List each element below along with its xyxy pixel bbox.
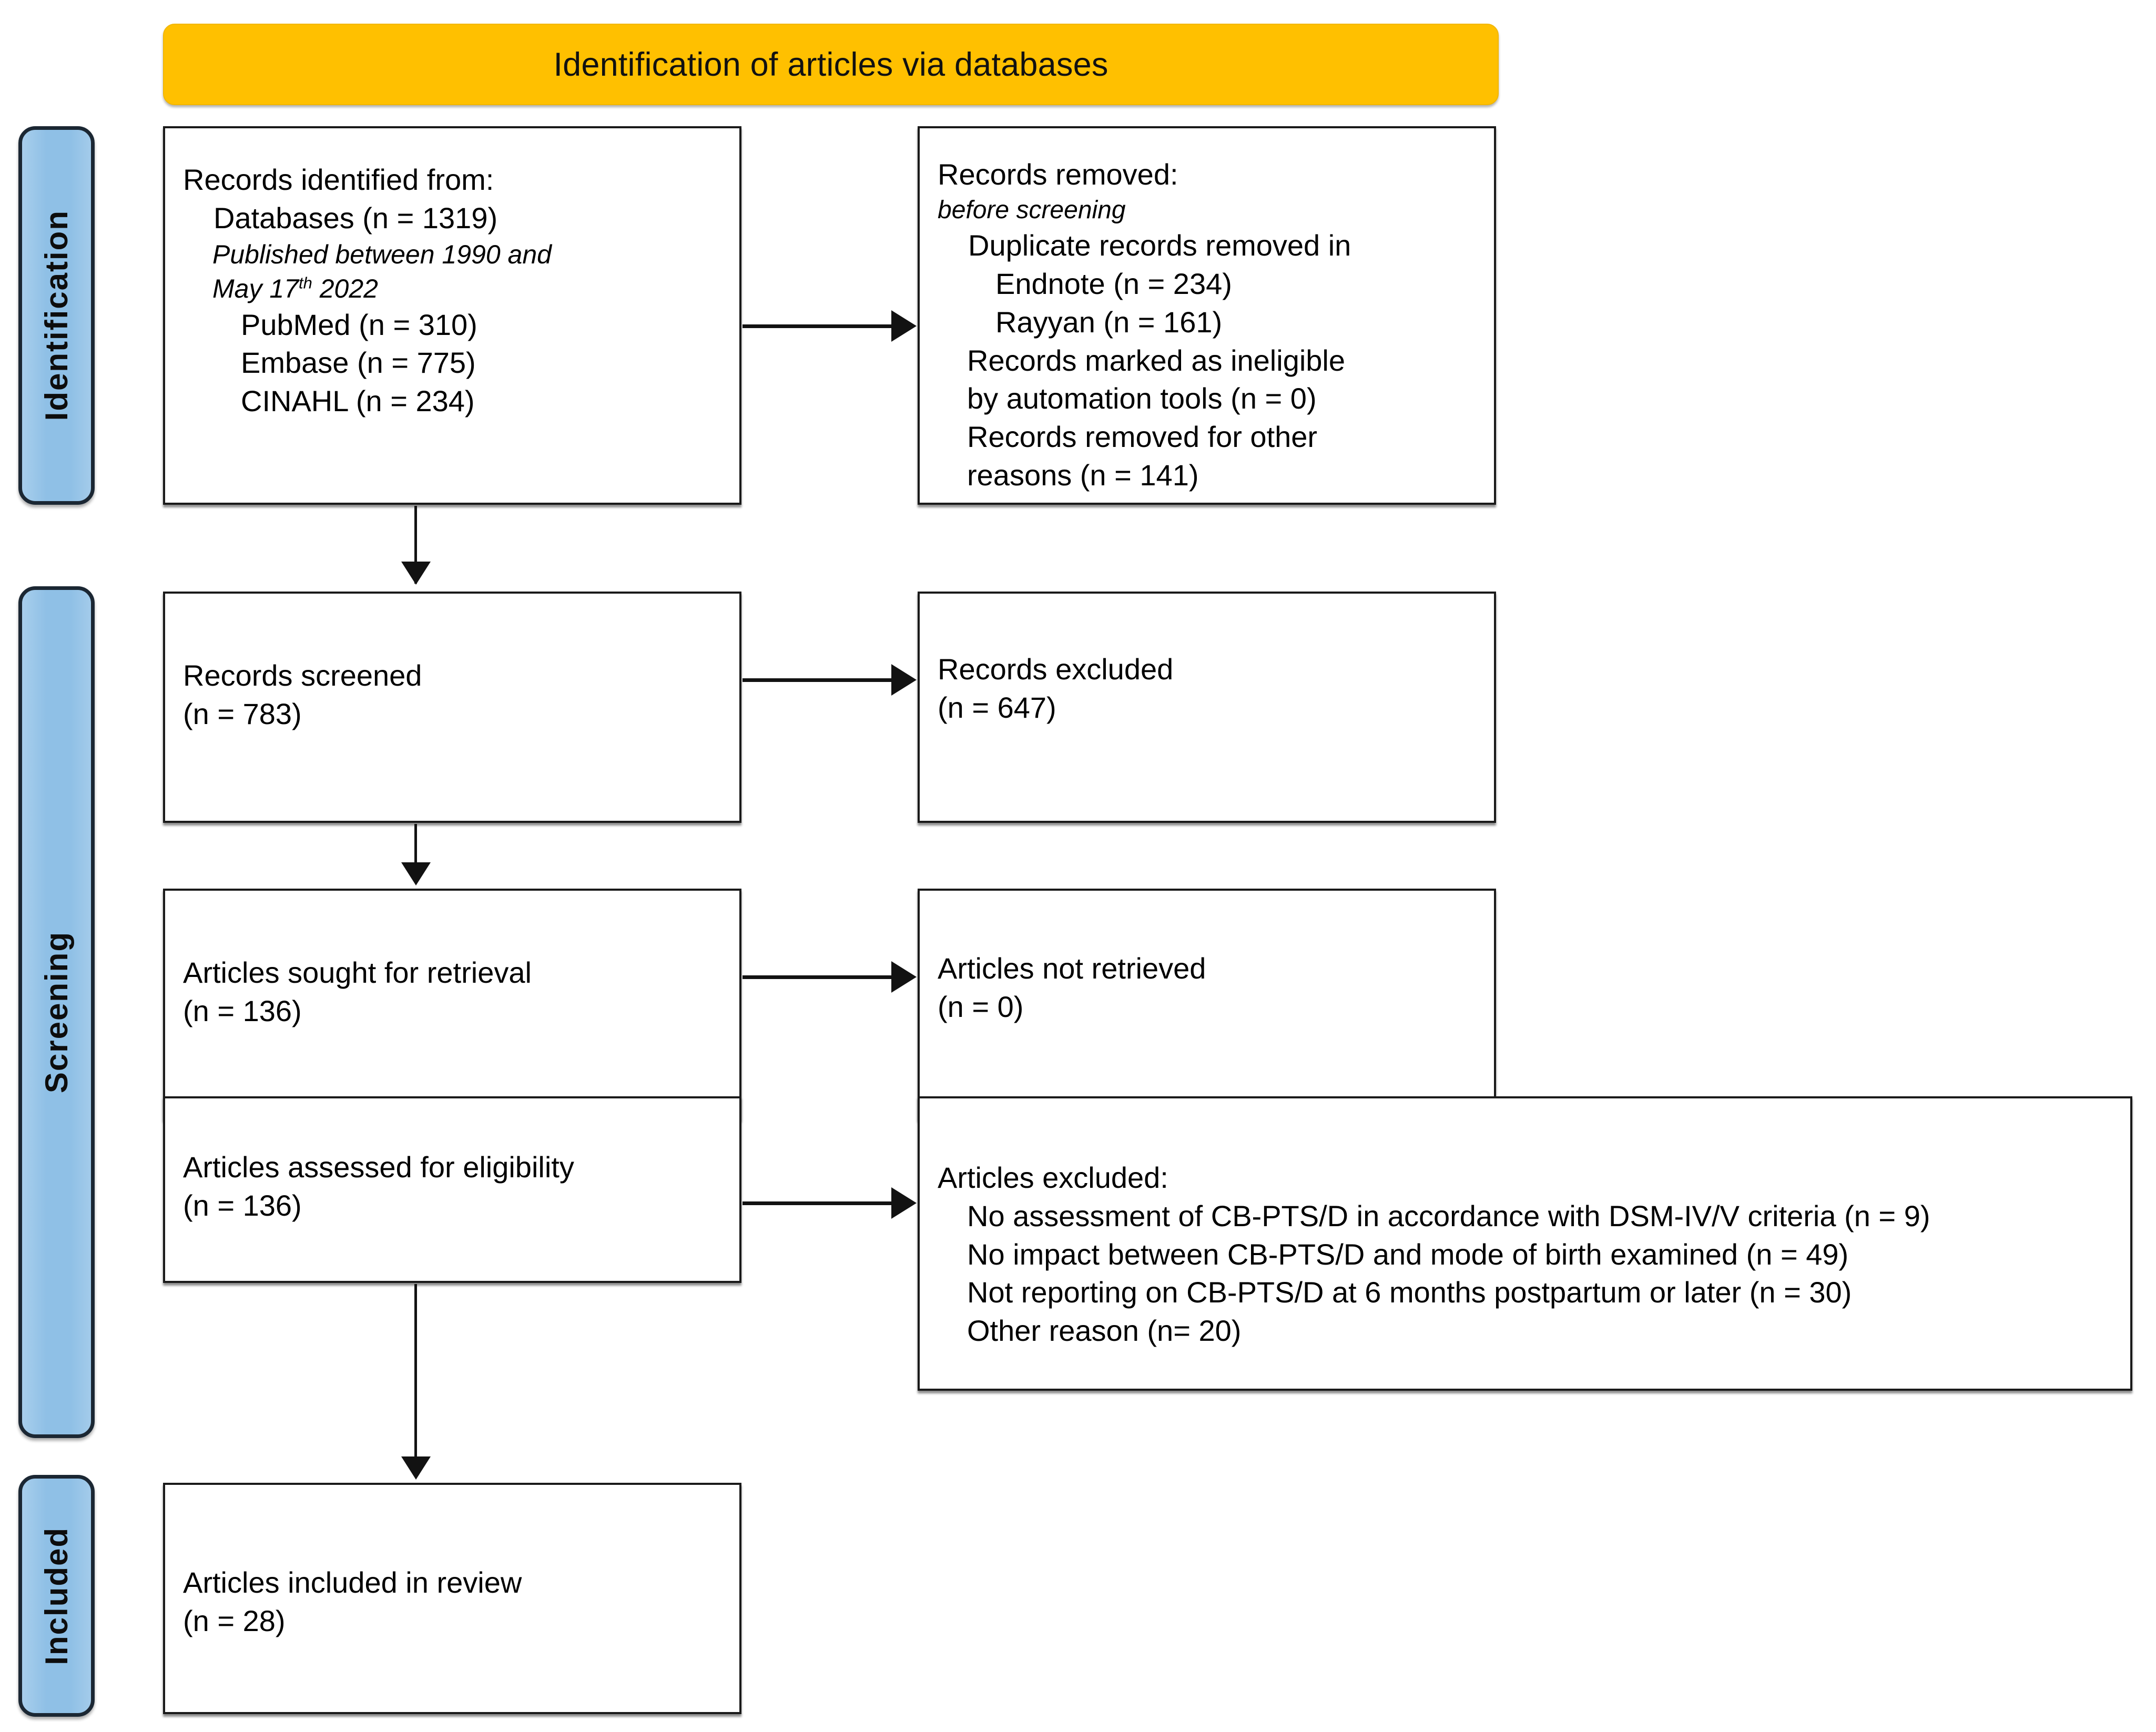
records-identified-date-range-line2: May 17th 2022 [183, 272, 729, 306]
connector-identified-to-screened-arrowhead [401, 562, 431, 585]
articles-assessed-title: Articles assessed for eligibility [183, 1150, 574, 1184]
articles-included-title: Articles included in review [183, 1566, 522, 1599]
records-identified-date-range-line1: Published between 1990 and [212, 239, 552, 269]
records-identified-embase: Embase (n = 775) [241, 346, 476, 380]
records-excluded-title: Records excluded [938, 653, 1174, 686]
connector-sought-to-not-retrieved-line [743, 975, 892, 979]
records-removed-title: Records removed: [938, 158, 1178, 191]
connector-screened-to-sought-line [414, 824, 417, 882]
articles-excluded-reason-2: No impact between CB-PTS/D and mode of b… [967, 1237, 1849, 1271]
articles-excluded-reason-1: No assessment of CB-PTS/D in accordance … [967, 1199, 1930, 1232]
connector-identified-to-screened-line [414, 506, 417, 584]
records-removed-other-line2: reasons (n = 141) [967, 458, 1199, 492]
records-identified-title: Records identified from: [183, 163, 494, 196]
connector-assessed-to-excluded-arrowhead [891, 1187, 917, 1219]
articles-not-retrieved-count: (n = 0) [938, 990, 1024, 1023]
connector-screened-to-excluded-arrowhead [891, 664, 917, 696]
records-removed-rayyan: Rayyan (n = 161) [995, 305, 1223, 339]
box-records-removed: Records removed: before screening Duplic… [918, 126, 1496, 505]
stage-label-included-text: Included [39, 1526, 74, 1665]
date-range-year: 2022 [312, 273, 378, 303]
connector-identified-to-removed-line [743, 324, 892, 328]
records-screened-count: (n = 783) [183, 697, 302, 730]
connector-assessed-to-included-line [414, 1284, 417, 1476]
records-removed-endnote: Endnote (n = 234) [995, 267, 1232, 300]
box-records-excluded: Records excluded (n = 647) [918, 592, 1496, 823]
records-identified-pubmed: PubMed (n = 310) [241, 308, 477, 341]
records-removed-duplicate-label: Duplicate records removed in [968, 229, 1351, 262]
articles-not-retrieved-title: Articles not retrieved [938, 952, 1206, 985]
box-records-identified: Records identified from: Databases (n = … [163, 126, 741, 505]
stage-label-identification: Identification [18, 126, 95, 505]
box-articles-sought: Articles sought for retrieval (n = 136) [163, 889, 741, 1120]
records-removed-other-line1: Records removed for other [967, 420, 1318, 454]
articles-sought-title: Articles sought for retrieval [183, 956, 532, 989]
records-removed-subtitle: before screening [938, 196, 1126, 224]
articles-included-count: (n = 28) [183, 1604, 286, 1637]
connector-screened-to-sought-arrowhead [401, 862, 431, 885]
articles-excluded-reason-4: Other reason (n= 20) [967, 1314, 1242, 1348]
articles-excluded-reason-3: Not reporting on CB-PTS/D at 6 months po… [967, 1276, 1852, 1309]
stage-label-included: Included [18, 1475, 95, 1717]
records-excluded-count: (n = 647) [938, 690, 1056, 724]
box-articles-assessed: Articles assessed for eligibility (n = 1… [163, 1096, 741, 1283]
stage-label-screening: Screening [18, 586, 95, 1438]
records-identified-databases: Databases (n = 1319) [213, 201, 498, 235]
connector-screened-to-excluded-line [743, 678, 892, 682]
articles-sought-count: (n = 136) [183, 994, 302, 1027]
box-articles-not-retrieved: Articles not retrieved (n = 0) [918, 889, 1496, 1120]
connector-assessed-to-included-arrowhead [401, 1456, 431, 1480]
records-removed-ineligible-line2: by automation tools (n = 0) [967, 382, 1317, 415]
records-identified-cinahl: CINAHL (n = 234) [241, 384, 475, 418]
stage-label-identification-text: Identification [39, 210, 74, 421]
connector-identified-to-removed-arrowhead [891, 310, 917, 342]
box-records-screened: Records screened (n = 783) [163, 592, 741, 823]
records-screened-title: Records screened [183, 659, 422, 692]
connector-sought-to-not-retrieved-arrowhead [891, 961, 917, 993]
banner-title: Identification of articles via databases [553, 46, 1108, 83]
date-range-prefix: May 17 [212, 273, 299, 303]
stage-label-screening-text: Screening [39, 931, 74, 1094]
records-removed-ineligible-line1: Records marked as ineligible [967, 343, 1346, 377]
articles-excluded-title: Articles excluded: [938, 1161, 1168, 1194]
banner-identification-via-databases: Identification of articles via databases [163, 24, 1499, 105]
articles-assessed-count: (n = 136) [183, 1188, 302, 1222]
box-articles-included: Articles included in review (n = 28) [163, 1483, 741, 1714]
box-articles-excluded-reasons: Articles excluded: No assessment of CB-P… [918, 1096, 2132, 1391]
date-range-ordinal-suffix: th [298, 273, 312, 292]
connector-assessed-to-excluded-line [743, 1201, 892, 1205]
